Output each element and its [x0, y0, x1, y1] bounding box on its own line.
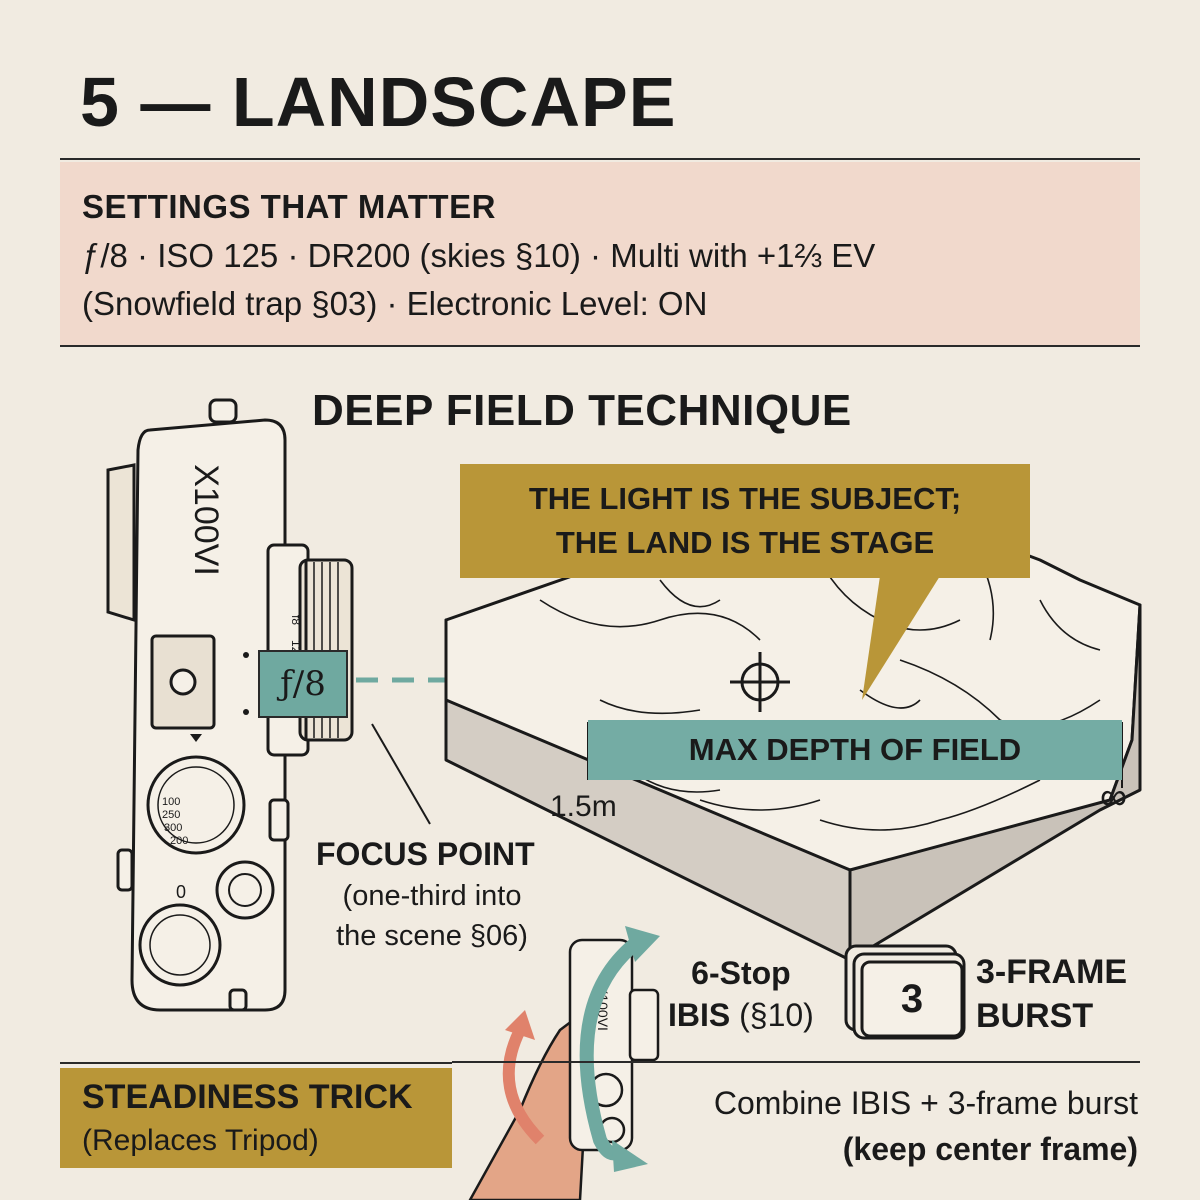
callout-tail [862, 576, 940, 700]
near-distance-label: 1.5m [550, 790, 617, 823]
burst-count: 3 [900, 976, 924, 1021]
dial-zero-mark: 0 [176, 882, 186, 902]
teal-rotate-arrow [579, 934, 645, 1161]
focus-point-line-1: (one-third into [342, 880, 522, 912]
ibis-ref: (§10) [730, 997, 814, 1033]
top-divider [60, 158, 1140, 160]
focus-point-heading: FOCUS POINT [316, 836, 535, 872]
steadiness-heading: STEADINESS TRICK [82, 1078, 413, 1116]
focus-point-line-2: the scene §06) [336, 920, 528, 952]
light-callout: THE LIGHT IS THE SUBJECT; THE LAND IS TH… [460, 464, 1030, 578]
settings-divider [60, 345, 1140, 347]
settings-line-1: ƒ/8 · ISO 125 · DR200 (skies §10) · Mult… [82, 237, 876, 274]
combine-line-2: (keep center frame) [842, 1131, 1138, 1167]
callout-line-2: THE LAND IS THE STAGE [555, 525, 935, 560]
combine-text: Combine IBIS + 3-frame burst (keep cente… [714, 1080, 1138, 1172]
ibis-line-1: 6-Stop [691, 955, 791, 991]
iso-mark-250: 250 [162, 809, 180, 821]
callout-line-1: THE LIGHT IS THE SUBJECT; [528, 481, 962, 516]
page-title: 5 — LANDSCAPE [80, 63, 677, 141]
settings-panel: SETTINGS THAT MATTER ƒ/8 · ISO 125 · DR2… [60, 162, 1140, 345]
burst-frames-icon [844, 944, 966, 1040]
aperture-label: ƒ/8 [258, 650, 348, 718]
ibis-label: 6-Stop IBIS (§10) [668, 952, 814, 1036]
iso-mark-300: 300 [164, 822, 182, 834]
iso-mark-200: 200 [170, 835, 188, 847]
lens-mark-f8: f8 [289, 615, 303, 625]
aperture-dot-bottom [243, 709, 249, 715]
far-distance-label: ∞ [1100, 776, 1128, 818]
steadiness-divider [60, 1062, 452, 1064]
aperture-dot-top [243, 652, 249, 658]
settings-heading: SETTINGS THAT MATTER [82, 188, 496, 225]
steadiness-subheading: (Replaces Tripod) [82, 1124, 319, 1157]
triangle-marker-icon [190, 734, 202, 742]
camera-model-text: X100VI [187, 464, 225, 576]
burst-label: 3-FRAME BURST [976, 950, 1127, 1038]
ibis-line-2: IBIS [668, 997, 731, 1033]
focus-leader-line [371, 723, 431, 825]
settings-line-2: (Snowfield trap §03) · Electronic Level:… [82, 285, 708, 322]
iso-mark-100: 100 [162, 796, 180, 808]
dof-bar: MAX DEPTH OF FIELD [588, 720, 1122, 780]
crosshair-icon [730, 652, 790, 712]
coral-rotate-arrow [502, 1027, 545, 1145]
steadiness-panel: STEADINESS TRICK (Replaces Tripod) [60, 1068, 452, 1168]
technique-heading: DEEP FIELD TECHNIQUE [312, 386, 852, 435]
combine-line-1: Combine IBIS + 3-frame burst [713, 1085, 1138, 1121]
burst-line-2: BURST [976, 997, 1094, 1035]
dof-label: MAX DEPTH OF FIELD [688, 732, 1022, 767]
burst-line-1: 3-FRAME [976, 953, 1128, 991]
